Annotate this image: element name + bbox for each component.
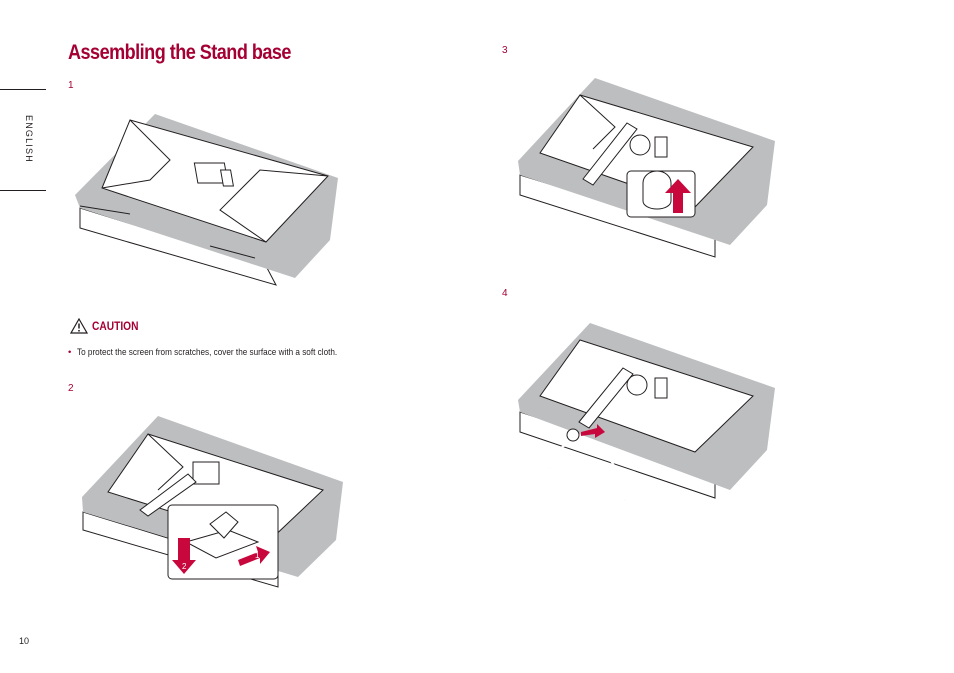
stand-body <box>139 473 197 517</box>
caution-text: To protect the screen from scratches, co… <box>77 347 338 358</box>
desk-line-2 <box>209 245 256 259</box>
stand-hinge <box>629 134 651 156</box>
push-arrow-icon <box>581 424 605 438</box>
caution-label: CAUTION <box>92 319 139 333</box>
stand-mount-plate <box>192 461 220 485</box>
stand-base-plate <box>184 529 260 559</box>
step-2-illustration: 2 1 <box>82 416 343 588</box>
stand-neck <box>209 511 239 539</box>
monitor-back-detail <box>147 433 184 491</box>
monitor-back-detail-right <box>219 169 329 243</box>
desk-line <box>79 205 131 215</box>
step-4-illustration <box>518 323 775 501</box>
stand-mount-slot <box>654 136 668 158</box>
stand-base-arc-fill <box>549 440 626 501</box>
side-tab-top-rule <box>0 89 46 90</box>
caution-block: CAUTION <box>70 318 147 334</box>
callout-2: 2 <box>182 562 187 571</box>
bullet-icon: • <box>68 347 72 358</box>
stand-arm <box>582 122 638 186</box>
page-number: 10 <box>19 636 30 646</box>
step-2-number: 2 <box>68 383 74 394</box>
warning-triangle-icon <box>70 318 88 334</box>
caution-list-item: • To protect the screen from scratches, … <box>68 347 380 358</box>
stand-neck-closeup <box>642 170 672 210</box>
step-1-number: 1 <box>68 80 74 91</box>
monitor-back-detail <box>579 94 616 150</box>
up-arrow-icon <box>665 179 691 213</box>
page-title: Assembling the Stand base <box>68 41 291 64</box>
stand-hinge <box>626 374 648 396</box>
side-tab-language: ENGLISH <box>24 115 34 163</box>
stand-arm <box>578 367 634 429</box>
callout-1: 1 <box>255 551 260 560</box>
stand-mount-slot <box>219 169 234 187</box>
down-arrow-icon <box>172 538 196 574</box>
slide-arrow-icon <box>238 546 270 566</box>
stand-mount-slot <box>654 377 668 399</box>
monitor-back-panel <box>539 339 754 453</box>
step-1-illustration <box>75 114 338 286</box>
step-4-number: 4 <box>502 288 508 299</box>
step-3-illustration <box>518 78 775 258</box>
monitor-back-detail <box>101 119 171 189</box>
side-tab-bottom-rule <box>0 190 46 191</box>
base-screw <box>566 428 580 442</box>
step-3-number: 3 <box>502 45 508 56</box>
